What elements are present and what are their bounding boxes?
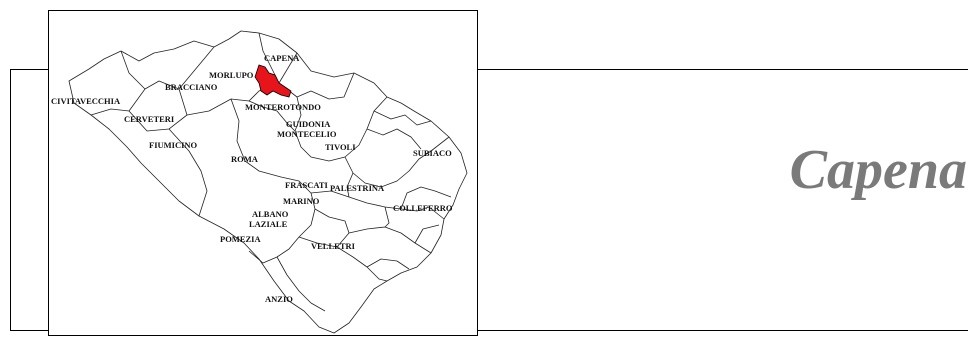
map-label-civitavecchia: CIVITAVECCHIA (51, 96, 121, 106)
municipal-boundary (120, 46, 215, 90)
map-label-velletri: VELLETRI (311, 241, 356, 251)
municipal-boundary (168, 128, 208, 217)
map-label-palestrina: PALESTRINA (330, 183, 385, 193)
map-label-subiaco: SUBIACO (413, 148, 452, 158)
municipal-boundary (414, 224, 440, 244)
map-label-tivoli: TIVOLI (325, 142, 356, 152)
province-map: CAPENA MORLUPO BRACCIANO CIVITAVECCHIA C… (48, 10, 478, 336)
municipal-boundary (384, 206, 390, 228)
municipal-boundary (314, 208, 350, 234)
municipal-boundary (346, 172, 354, 198)
municipal-boundary (298, 236, 388, 282)
page-title: Capena (789, 139, 967, 201)
map-label-guidonia: GUIDONIA (286, 119, 331, 129)
map-label-capena: CAPENA (264, 53, 300, 63)
frame-bottom-line-left (10, 330, 48, 331)
map-label-colleferro: COLLEFERRO (393, 203, 453, 213)
map-label-anzio: ANZIO (265, 294, 293, 304)
map-label-albano: ALBANO (252, 209, 289, 219)
municipal-boundary (128, 88, 188, 132)
municipal-boundary (373, 110, 432, 126)
map-label-cerveteri: CERVETERI (124, 114, 175, 124)
frame-bottom-line-right (478, 330, 968, 331)
municipal-boundary (366, 128, 422, 150)
municipal-boundary (294, 96, 388, 162)
map-label-fiumicino: FIUMICINO (149, 140, 198, 150)
map-label-roma: ROMA (231, 154, 259, 164)
map-label-monterotondo: MONTEROTONDO (245, 102, 321, 112)
map-label-marino: MARINO (283, 196, 320, 206)
municipal-boundary (278, 72, 355, 100)
map-label-bracciano: BRACCIANO (165, 82, 218, 92)
province-boundary (68, 30, 468, 334)
municipal-boundary (344, 136, 450, 188)
municipal-boundary (248, 100, 296, 132)
capena-highlight (254, 64, 292, 98)
map-label-frascati: FRASCATI (285, 180, 329, 190)
map-label-montecelio: MONTECELIO (277, 129, 337, 139)
map-label-morlupo: MORLUPO (209, 70, 254, 80)
municipal-boundary (90, 88, 146, 116)
map-label-laziale: LAZIALE (249, 219, 288, 229)
municipal-boundary (400, 186, 452, 210)
frame-top-line-left (10, 69, 48, 70)
frame-top-line-right (478, 69, 968, 70)
map-label-pomezia: POMEZIA (220, 234, 261, 244)
municipal-boundary (276, 256, 326, 312)
frame-left-line (10, 69, 11, 330)
province-map-svg: CAPENA MORLUPO BRACCIANO CIVITAVECCHIA C… (51, 30, 468, 334)
municipal-boundary (366, 258, 410, 270)
